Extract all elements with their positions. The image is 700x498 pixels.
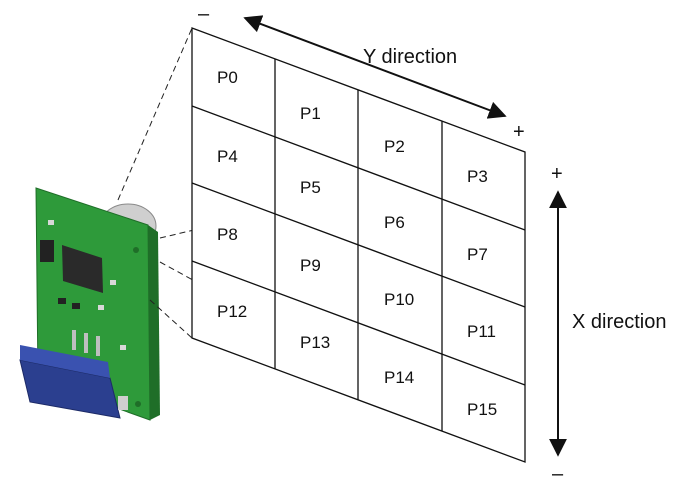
zone-label-p13: P13: [300, 333, 330, 352]
zone-label-p2: P2: [384, 137, 405, 156]
zone-label-p1: P1: [300, 104, 321, 123]
y-direction-indicator: – + Y direction: [198, 3, 525, 143]
zone-label-p7: P7: [467, 245, 488, 264]
pcb-component: [48, 220, 54, 225]
x-direction-label: X direction: [572, 311, 667, 333]
zone-label-p0: P0: [217, 68, 238, 87]
x-plus-sign: +: [551, 163, 563, 185]
y-direction-label: Y direction: [363, 46, 457, 68]
pcb-hole: [135, 401, 141, 407]
grid-row-line: [191, 105, 526, 231]
pcb-component: [58, 298, 66, 304]
zone-label-p3: P3: [467, 167, 488, 186]
x-minus-sign: –: [552, 463, 564, 485]
zone-label-p4: P4: [217, 147, 238, 166]
pcb-component: [120, 345, 126, 350]
sensor-module: [19, 187, 160, 421]
pcb-connector-tab: [118, 396, 128, 410]
pcb-component: [40, 240, 54, 262]
pcb-pin: [96, 336, 100, 356]
zone-label-p11: P11: [467, 322, 496, 341]
pcb-component: [98, 305, 104, 310]
pcb-edge: [148, 225, 160, 420]
zone-label-p5: P5: [300, 178, 321, 197]
zone-label-p8: P8: [217, 225, 238, 244]
zone-label-p15: P15: [467, 400, 497, 419]
zone-label-p9: P9: [300, 256, 321, 275]
pcb-hole: [133, 247, 139, 253]
grid-row-line: [191, 260, 526, 386]
zone-label-p14: P14: [384, 368, 414, 387]
x-direction-indicator: + – X direction: [549, 163, 667, 485]
y-direction-arrow: [243, 15, 507, 119]
zone-label-p10: P10: [384, 290, 414, 309]
pcb-component: [110, 280, 116, 285]
zone-label-p6: P6: [384, 213, 405, 232]
pcb-connector-top: [20, 345, 110, 378]
pcb-pin: [84, 333, 88, 353]
pcb-chip: [62, 245, 103, 293]
y-plus-sign: +: [513, 121, 525, 143]
y-minus-sign: –: [198, 3, 210, 25]
pcb-component: [72, 303, 80, 309]
zone-label-p12: P12: [217, 302, 247, 321]
grid-row-line: [191, 182, 526, 308]
projection-line: [117, 27, 193, 201]
pcb-pin: [72, 330, 76, 350]
